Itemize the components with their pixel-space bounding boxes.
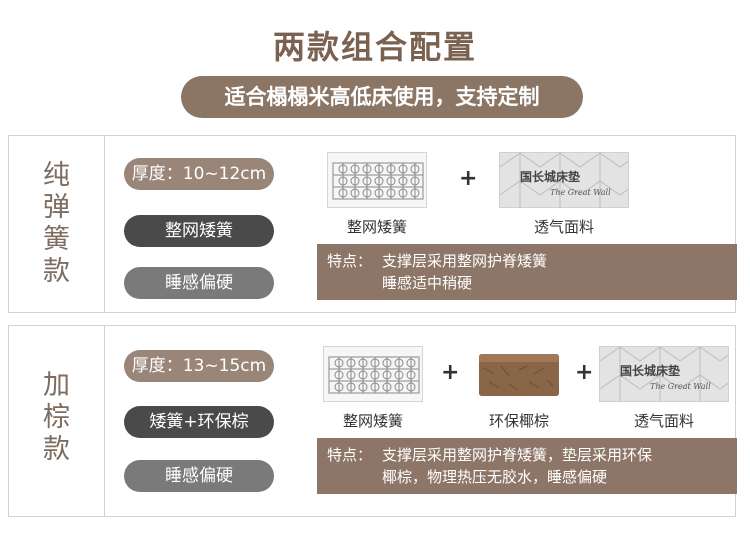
spring-feature-box: 特点： 支撑层采用整网护脊矮簧 睡感适中稍硬	[317, 244, 737, 300]
spring-model-card: 纯 弹 簧 款 厚度：10~12cm 整网矮簧 睡感偏硬 + 国长城床垫	[8, 135, 737, 313]
spring-coil-icon	[332, 162, 424, 200]
coir-structure-pill: 矮簧+环保棕	[124, 406, 274, 438]
feature-line: 睡感适中稍硬	[382, 274, 473, 292]
plus-sign: +	[575, 360, 594, 385]
coir-feature-box: 特点： 支撑层采用整网护脊矮簧，垫层采用环保 椰棕，物理热压无胶水，睡感偏硬	[317, 438, 737, 494]
spring-structure-pill: 整网矮簧	[124, 215, 274, 247]
spring-feel-pill: 睡感偏硬	[124, 267, 274, 299]
feature-line: 支撑层采用整网护脊矮簧，垫层采用环保	[382, 446, 653, 464]
coir-feel-pill: 睡感偏硬	[124, 460, 274, 492]
component-label-fabric: 透气面料	[533, 218, 594, 236]
column-divider	[104, 136, 105, 312]
subtitle-banner: 适合榻榻米高低床使用，支持定制	[181, 76, 583, 118]
spring-coil-icon	[328, 356, 420, 394]
fabric-image: 国长城床垫 The Great Wall	[499, 152, 629, 208]
feature-line: 椰棕，物理热压无胶水，睡感偏硬	[382, 468, 608, 486]
svg-text:The Great Wall: The Great Wall	[650, 382, 711, 391]
component-label-spring: 整网矮簧	[342, 412, 403, 430]
coir-texture-icon	[479, 354, 559, 396]
plus-sign: +	[459, 166, 478, 191]
component-label-spring: 整网矮簧	[346, 218, 407, 236]
spring-thickness-pill: 厚度：10~12cm	[124, 158, 274, 190]
component-label-coir: 环保椰棕	[488, 412, 549, 430]
page-title: 两款组合配置	[272, 28, 477, 66]
fabric-image: 国长城床垫 The Great Wall	[599, 346, 729, 402]
component-label-fabric: 透气面料	[633, 412, 694, 430]
spring-mesh-image	[323, 346, 423, 402]
svg-text:国长城床垫: 国长城床垫	[520, 169, 580, 184]
feature-line: 支撑层采用整网护脊矮簧	[382, 252, 548, 270]
fabric-pattern-icon: 国长城床垫 The Great Wall	[600, 347, 728, 401]
column-divider	[104, 326, 105, 516]
coir-model-name: 加 棕 款	[43, 370, 70, 465]
svg-text:The Great Wall: The Great Wall	[550, 188, 611, 197]
coir-thickness-pill: 厚度：13~15cm	[124, 350, 274, 382]
plus-sign: +	[441, 360, 460, 385]
coir-model-card: 加 棕 款 厚度：13~15cm 矮簧+环保棕 睡感偏硬 + +	[8, 325, 737, 517]
feature-label: 特点：	[327, 446, 373, 464]
spring-model-name: 纯 弹 簧 款	[43, 160, 70, 287]
feature-label: 特点：	[327, 252, 373, 270]
fabric-pattern-icon: 国长城床垫 The Great Wall	[500, 153, 628, 207]
coir-layer-image	[479, 354, 559, 396]
spring-mesh-image	[327, 152, 427, 208]
svg-text:国长城床垫: 国长城床垫	[620, 363, 680, 378]
